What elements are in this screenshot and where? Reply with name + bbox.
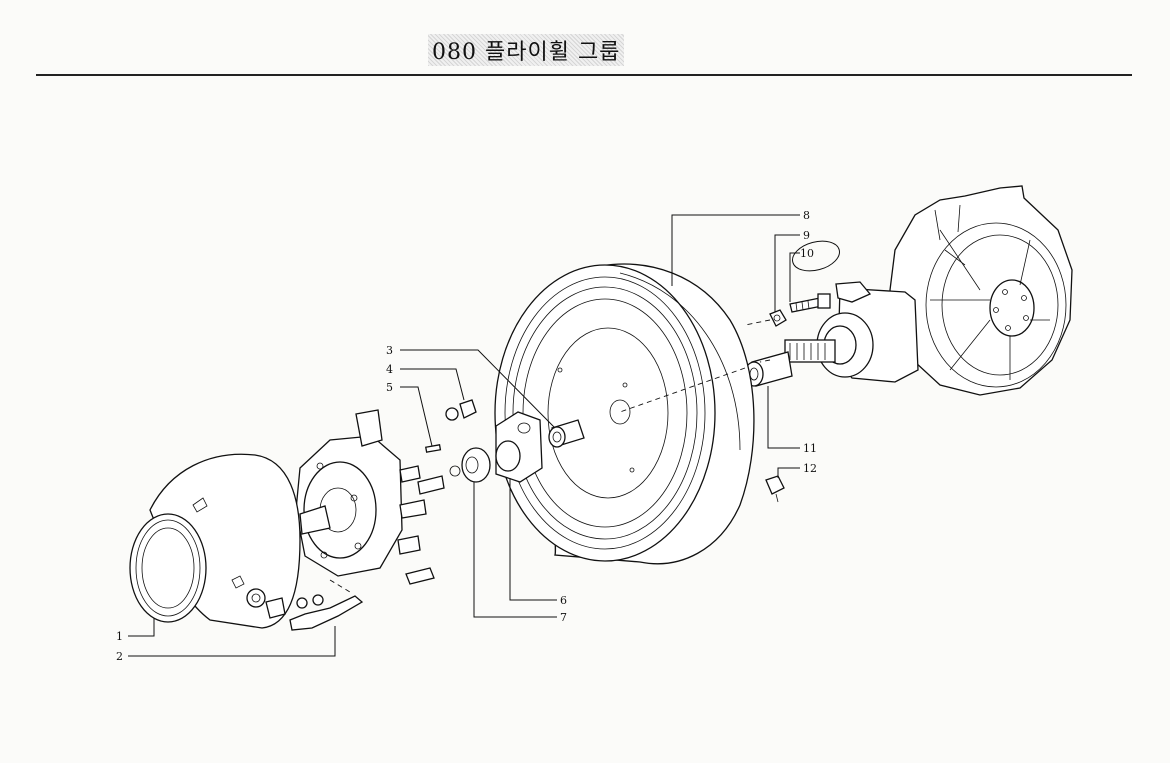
pin-5: [425, 444, 442, 453]
label-9: 9: [803, 229, 810, 242]
leader-3: [400, 349, 556, 429]
nut-4: [445, 399, 477, 421]
coupling-flange: [295, 409, 445, 585]
leader-11: [767, 386, 800, 449]
label-1: 1: [116, 630, 123, 643]
leader-7: [473, 482, 557, 618]
label-12: 12: [803, 462, 817, 475]
leader-9: [774, 234, 800, 312]
bolt-10: [789, 293, 831, 313]
nut-9: [769, 309, 787, 327]
leader-5: [400, 386, 433, 447]
grease-fitting-12: [765, 475, 785, 503]
leader-8: [671, 214, 800, 286]
centerline-main: [619, 367, 746, 413]
leader-2: [128, 626, 336, 657]
label-11: 11: [803, 442, 817, 455]
label-3: 3: [386, 344, 393, 357]
label-7: 7: [560, 611, 567, 624]
label-8: 8: [803, 209, 810, 222]
bell-housing-1: [129, 453, 301, 629]
centerline-lever: [329, 579, 351, 593]
centerline-bolt: [744, 319, 771, 326]
flywheel-8: [494, 263, 755, 565]
spacer-sleeve-11: [744, 351, 793, 387]
centerline: [759, 359, 771, 363]
label-5: 5: [386, 381, 393, 394]
label-4: 4: [386, 363, 393, 376]
page-title: 080 플라이휠 그룹: [428, 34, 625, 66]
flywheel-housing: [889, 185, 1073, 396]
leader-4: [400, 368, 465, 401]
leader-1: [128, 618, 155, 637]
drive-shaft-assembly: [784, 281, 919, 383]
lever-2: [246, 588, 364, 631]
leader-10: [789, 252, 800, 302]
label-2: 2: [116, 650, 123, 663]
leader-12: [777, 467, 800, 478]
label-10: 10: [800, 247, 814, 260]
bushing-3: [548, 419, 585, 448]
title-rule: [36, 74, 1132, 76]
leader-6: [509, 478, 557, 601]
coupling-block-6: [495, 411, 543, 483]
hub-7: [449, 447, 491, 483]
highlight-circle-10: [792, 240, 840, 272]
label-6: 6: [560, 594, 567, 607]
